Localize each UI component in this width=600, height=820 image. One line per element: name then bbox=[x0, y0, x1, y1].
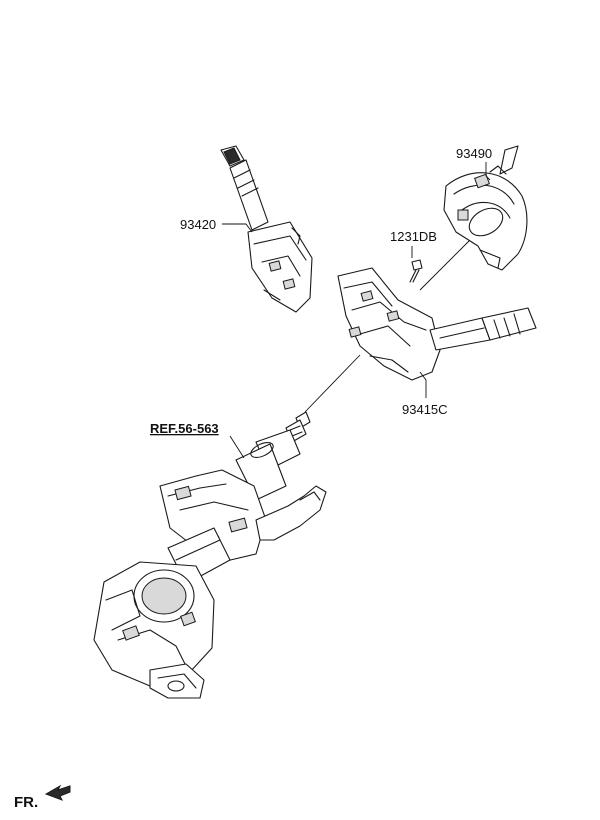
steering-column-assembly[interactable] bbox=[93, 411, 327, 699]
label-93415C: 93415C bbox=[402, 402, 448, 417]
label-ref[interactable]: REF.56-563 bbox=[150, 421, 219, 436]
orientation-label: FR. bbox=[14, 794, 38, 811]
label-1231DB: 1231DB bbox=[390, 229, 437, 244]
label-93420: 93420 bbox=[180, 217, 216, 232]
label-93490: 93490 bbox=[456, 146, 492, 161]
part-1231DB-screw[interactable] bbox=[409, 259, 423, 283]
part-93415C-switch[interactable] bbox=[337, 267, 537, 381]
leader-ref bbox=[229, 435, 245, 459]
leader-93415C bbox=[419, 371, 427, 398]
part-93420-switch[interactable] bbox=[220, 145, 313, 313]
orientation-indicator: FR. bbox=[14, 784, 71, 811]
leader-93490 bbox=[485, 162, 491, 181]
leader-93420 bbox=[222, 223, 253, 233]
arrow-icon bbox=[44, 784, 71, 801]
leader-lines bbox=[222, 162, 491, 459]
assembly-axis bbox=[304, 239, 471, 413]
part-93490-clock-spring[interactable] bbox=[443, 145, 528, 271]
